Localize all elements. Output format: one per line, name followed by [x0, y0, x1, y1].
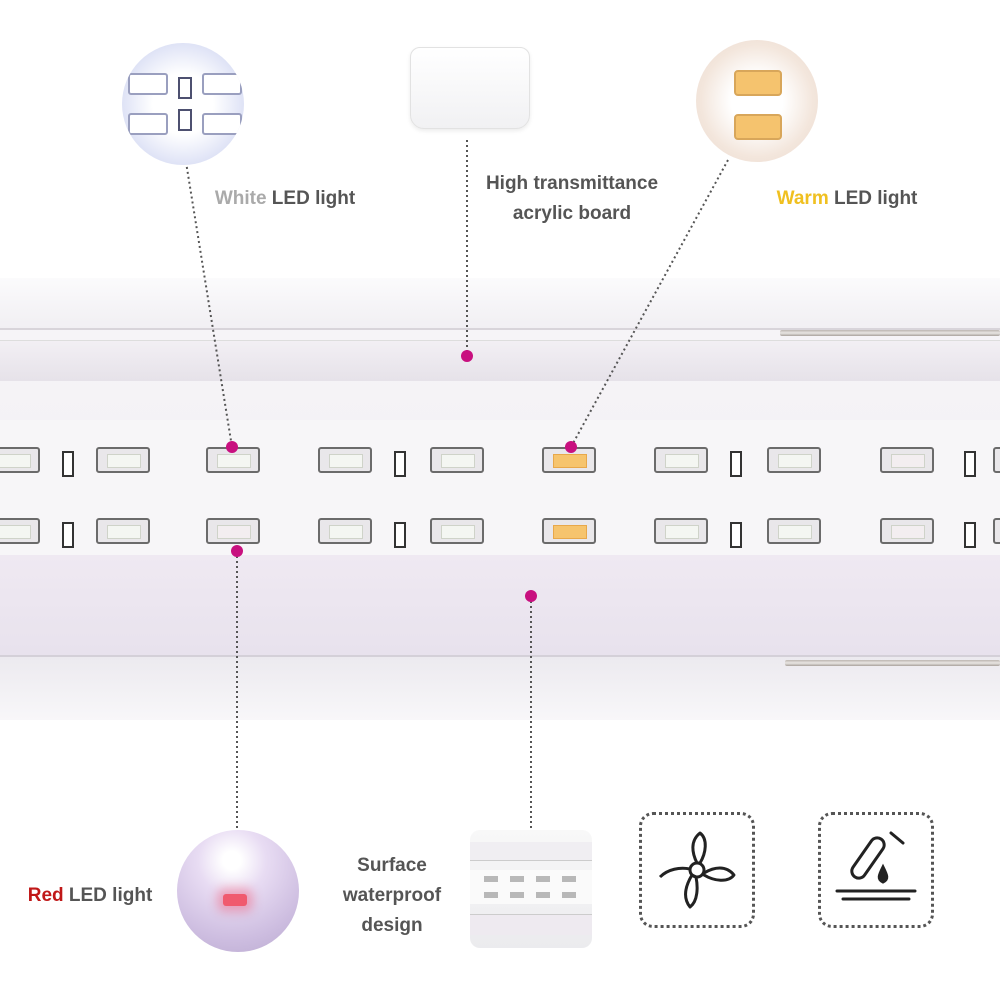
white-led-label-rest: LED light: [266, 188, 356, 209]
led-chip: [430, 518, 484, 544]
red-led-label-accent: Red: [27, 885, 64, 906]
led-chip: [206, 518, 260, 544]
led-chip: [542, 518, 596, 544]
waterproof-label-line2: waterproof: [342, 885, 442, 906]
led-chip: [318, 518, 372, 544]
resistor: [62, 522, 74, 548]
led-chip: [880, 447, 934, 473]
fan-feature-box: [639, 812, 755, 928]
resistor: [394, 522, 406, 548]
led-chip: [96, 447, 150, 473]
acrylic-board-band: [0, 340, 1000, 381]
metal-rod-bottom: [785, 660, 1000, 666]
led-chip: [318, 447, 372, 473]
waterproof-label: Surface waterproof design: [322, 851, 462, 941]
led-chip: [767, 518, 821, 544]
acrylic-board-sample: [410, 47, 530, 129]
anticorrosion-feature-box: [818, 812, 934, 928]
led-chip: [993, 518, 1000, 544]
acrylic-label-line2: acrylic board: [512, 203, 632, 224]
red-led-label-rest: LED light: [63, 885, 153, 906]
red-led-closeup: [177, 830, 299, 952]
resistor: [394, 451, 406, 477]
white-led-label: White LED light: [190, 184, 380, 214]
led-chip: [0, 447, 40, 473]
waterproof-label-line3: design: [361, 915, 423, 936]
light-bar-top-rail: [0, 278, 1000, 330]
led-chip: [430, 447, 484, 473]
waterproof-sample: [470, 830, 592, 948]
acrylic-label: High transmittance acrylic board: [462, 169, 682, 229]
resistor: [730, 451, 742, 477]
waterproof-label-line1: Surface: [357, 855, 427, 876]
led-chip: [880, 518, 934, 544]
warm-led-closeup: [696, 40, 818, 162]
metal-rod-top: [780, 330, 1000, 336]
white-led-closeup: [122, 43, 244, 165]
resistor: [62, 451, 74, 477]
red-led-label: Red LED light: [10, 881, 170, 911]
led-chip: [654, 518, 708, 544]
marker-warm-led: [565, 441, 577, 453]
test-tube-drop-icon: [835, 831, 917, 901]
marker-waterproof: [525, 590, 537, 602]
warm-led-label-accent: Warm: [776, 188, 829, 209]
marker-acrylic: [461, 350, 473, 362]
marker-red-led: [231, 545, 243, 557]
led-chip: [767, 447, 821, 473]
white-led-label-accent: White: [214, 188, 267, 209]
acrylic-label-line1: High transmittance: [485, 173, 659, 194]
led-pcb: [0, 420, 1000, 555]
resistor: [730, 522, 742, 548]
warm-led-label: Warm LED light: [752, 184, 942, 214]
led-chip: [993, 447, 1000, 473]
resistor: [964, 451, 976, 477]
led-chip: [0, 518, 40, 544]
led-chip: [96, 518, 150, 544]
resistor: [964, 522, 976, 548]
acrylic-lower-band: [0, 555, 1000, 655]
marker-white-led: [226, 441, 238, 453]
fan-icon: [658, 831, 736, 909]
warm-led-label-rest: LED light: [828, 188, 918, 209]
led-chip: [654, 447, 708, 473]
